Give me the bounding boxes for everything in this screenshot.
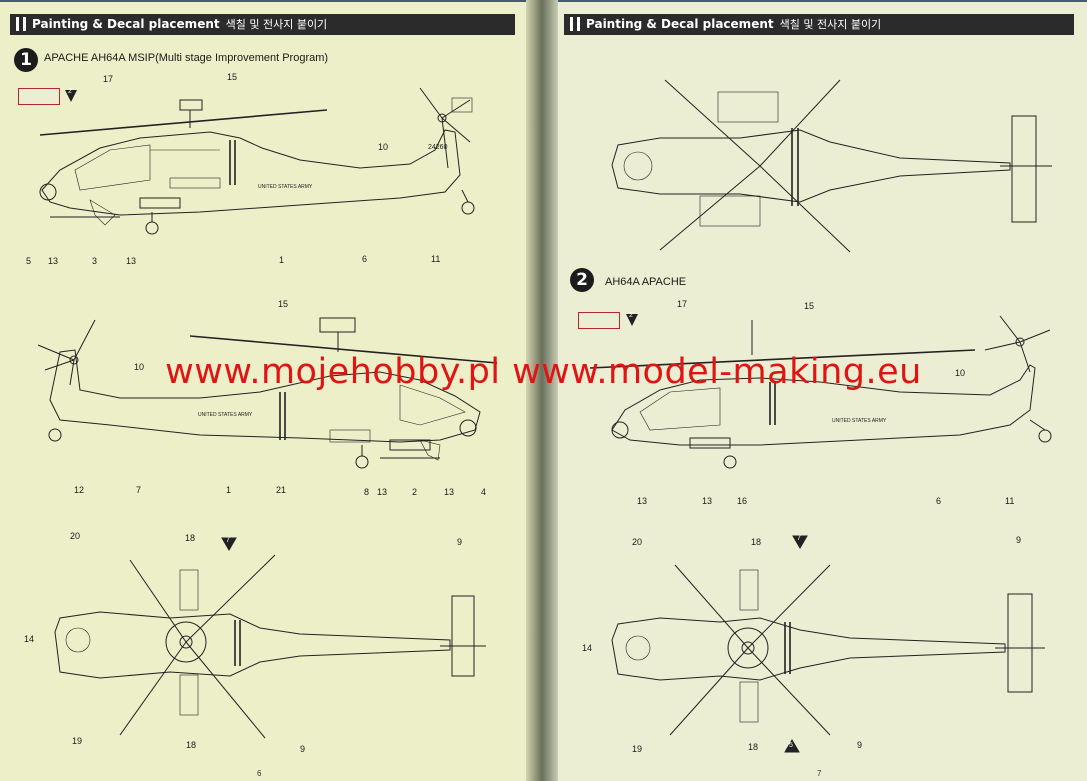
decal-badge-number: 7 [226,537,230,544]
callout: 13 [637,496,648,506]
decal-badge-icon [221,537,237,551]
left-header: Painting & Decal placement 색칠 및 전사지 붙이기 [10,14,515,35]
callout: 9 [857,740,863,750]
callout: 12 [74,485,85,495]
callout: 13 [702,496,713,506]
watermark: www.mojehobby.pl www.model-making.eu [165,352,922,392]
callout: 9 [300,744,306,754]
callout: 18 [748,742,759,752]
callout: 15 [278,299,289,309]
callout: 18 [751,537,762,547]
callout: 19 [72,736,83,746]
callout: 6 [936,496,942,506]
decal-badge-number: 7 [797,535,801,542]
callout: 15 [227,72,238,82]
header-title-korean: 색칠 및 전사지 붙이기 [779,18,882,31]
callout: 6 [362,254,368,264]
callout: 7 [136,485,142,495]
callout: 17 [677,299,688,309]
callout: 13 [444,487,455,497]
callout: 13 [377,487,388,497]
header-title: Painting & Decal placement [32,17,220,31]
right-page [558,2,1087,781]
decal-badge-icon [792,535,808,549]
top-view-3-helicopter [611,564,1045,736]
fuselage-text: UNITED STATES ARMY [198,412,253,418]
callout: 18 [186,740,197,750]
callout: 10 [378,142,389,152]
callout: 20 [70,531,81,541]
right-header: Painting & Decal placement 색칠 및 전사지 붙이기 [564,14,1074,35]
book-gutter [526,0,558,781]
callout: 2 [412,487,418,497]
tail-serial: 24260 [428,144,448,151]
color-badge-icon [65,90,77,102]
callout: 16 [737,496,748,506]
callout: 8 [364,487,370,497]
callout: 4 [481,487,487,497]
callout: 15 [804,301,815,311]
callout: 14 [24,634,35,644]
callout: 17 [103,74,114,84]
side-view-1-helicopter: 24260 UNITED STATES ARMY [39,87,475,235]
color-badge-number: 2 [68,88,72,95]
variant-number-badge: 1 [14,48,38,72]
callout: 11 [1005,496,1015,506]
color-swatch [18,88,60,105]
top-view-1-helicopter [54,554,486,739]
callout: 13 [48,256,59,266]
header-title: Painting & Decal placement [586,17,774,31]
fuselage-text: UNITED STATES ARMY [832,418,887,424]
header-title-korean: 색칠 및 전사지 붙이기 [225,18,328,31]
color-badge-number: 2 [629,312,633,319]
callout: 5 [26,256,32,266]
callout: 14 [582,643,593,653]
section-mark-icon [570,17,580,31]
callout: 9 [1016,535,1022,545]
variant-title: APACHE AH64A MSIP(Multi stage Improvemen… [44,52,329,64]
variant-title: AH64A APACHE [605,276,687,288]
decal-badge-icon [784,739,800,753]
fuselage-text: UNITED STATES ARMY [258,184,313,190]
callout: 19 [632,744,643,754]
top-view-2-helicopter [611,79,1052,253]
callout: 10 [134,362,145,372]
callout: 20 [632,537,643,547]
callout: 3 [92,256,98,266]
callout: 13 [126,256,137,266]
callout: 1 [279,255,285,265]
callout: 21 [276,485,287,495]
side-view-2-helicopter: UNITED STATES ARMY [37,317,498,469]
side-view-3-helicopter: UNITED STATES ARMY [589,315,1052,469]
callout: 10 [955,368,966,378]
callout: 9 [457,537,463,547]
color-badge-icon [626,314,638,326]
section-mark-icon [16,17,26,31]
page-number: 6 [257,769,262,778]
callout: 11 [431,254,441,264]
callout: 18 [185,533,196,543]
decal-badge-number: 5 [789,742,793,749]
callout: 1 [226,485,232,495]
page-number: 7 [817,769,822,778]
variant-number-badge: 2 [570,268,594,292]
color-swatch [578,312,620,329]
